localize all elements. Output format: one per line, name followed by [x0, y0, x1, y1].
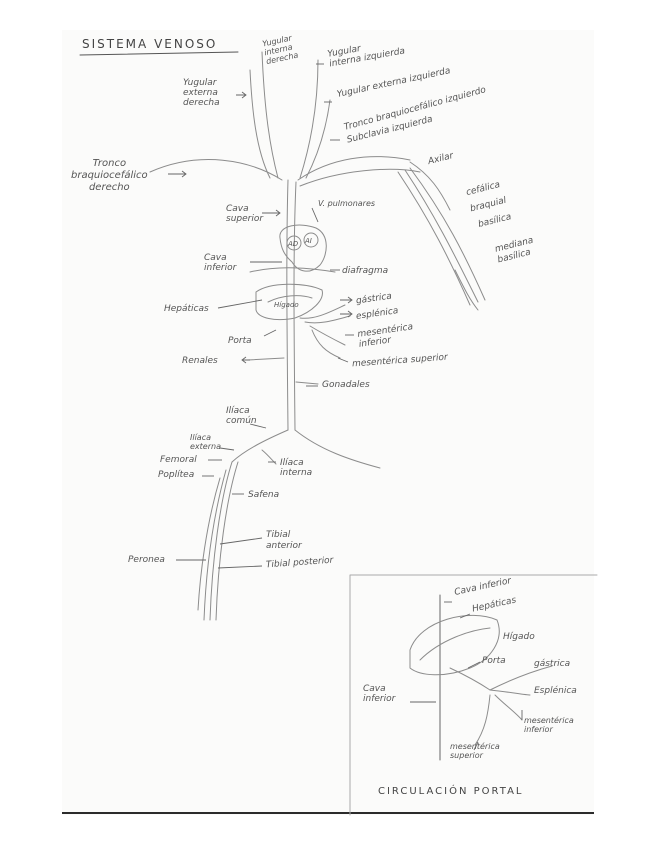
portal-label-esplenica: Esplénica	[534, 686, 577, 697]
portal-vein-trunk	[450, 668, 490, 690]
porta-branch-3	[310, 326, 345, 345]
gonadal-line	[296, 382, 318, 384]
label-ai: AI	[305, 236, 312, 247]
porta-branch-1	[300, 305, 345, 318]
portal-label-mesenterica-inferior: mesentérica inferior	[524, 716, 574, 734]
label-yugular-externa-derecha: Yugular externa derecha	[183, 78, 220, 108]
portal-branch-esplenica	[490, 690, 530, 695]
renal-line	[248, 358, 284, 360]
leg-vein-3	[204, 470, 226, 620]
arrow-iliaca-ext	[220, 448, 234, 450]
leg-vein-2	[216, 462, 238, 620]
portal-label-porta: Porta	[482, 656, 506, 667]
portal-label-mesenterica-superior: mesentérica superior	[450, 742, 500, 760]
label-higado: Hígado	[274, 300, 299, 311]
label-renales: Renales	[182, 356, 218, 367]
arrow-tibial-ant	[220, 538, 262, 544]
label-iliaca-externa: Ilíaca externa	[190, 433, 221, 451]
portal-label-cava-inferior-left: Cava inferior	[363, 684, 395, 704]
arrow-yugular-ext-der	[236, 92, 246, 98]
axilar-line	[410, 162, 450, 210]
title-underline	[80, 52, 238, 55]
portal-label-higado: Hígado	[503, 632, 535, 643]
yugular-interna-izquierda-line	[300, 60, 318, 178]
arrow-pulmonares	[312, 208, 318, 222]
portal-branch-mesenterica-sup	[475, 695, 490, 745]
diafragma-line	[250, 268, 335, 272]
label-peronea: Peronea	[128, 555, 165, 566]
label-iliaca-comun: Ilíaca común	[226, 406, 257, 426]
label-tibial-anterior: Tibial anterior	[266, 530, 302, 552]
yugular-externa-derecha-line	[250, 70, 270, 178]
leg-vein-1	[210, 462, 232, 620]
label-iliaca-interna: Ilíaca interna	[280, 458, 312, 478]
porta-branch-4	[312, 330, 340, 358]
portal-liver-inner	[420, 628, 490, 660]
label-hepaticas: Hepáticas	[164, 304, 209, 315]
arrow-mes-sup	[338, 358, 348, 362]
arrow-portal-porta	[468, 662, 480, 668]
page-title: SISTEMA VENOSO	[82, 39, 217, 50]
label-cava-superior: Cava superior	[226, 204, 263, 224]
leg-vein-4	[198, 478, 220, 610]
arm-vein-outer	[398, 172, 470, 305]
arrow-hepaticas	[218, 300, 262, 308]
arrow-tibial-post	[218, 566, 262, 568]
label-v-pulmonares: V. pulmonares	[318, 198, 375, 209]
label-diafragma: diafragma	[342, 266, 388, 277]
arrow-porta	[264, 330, 276, 336]
arrow-renales	[242, 357, 250, 363]
yugular-externa-izquierda-line	[306, 100, 330, 178]
label-cava-inferior: Cava inferior	[204, 253, 236, 273]
label-tronco-braquiocefalico-derecho: Tronco braquiocefálico derecho	[71, 158, 148, 194]
arrow-gastrica	[340, 297, 352, 303]
portal-label-gastrica: gástrica	[534, 659, 570, 670]
label-safena: Safena	[248, 490, 279, 501]
label-porta: Porta	[228, 336, 252, 347]
label-gonadales: Gonadales	[322, 380, 370, 391]
tronco-braquiocefalico-derecho-line	[150, 160, 282, 180]
label-ad: AD	[288, 239, 298, 250]
yugular-interna-derecha-line	[262, 52, 278, 178]
arrow-cava-sup	[262, 210, 280, 216]
arrow-tronco-der	[168, 171, 186, 177]
portal-branch-mesenterica-inf	[495, 695, 522, 720]
portal-title: CIRCULACIÓN PORTAL	[378, 786, 523, 797]
label-poplitea: Poplítea	[158, 470, 194, 481]
label-femoral: Femoral	[160, 455, 197, 466]
porta-branch-2	[305, 316, 350, 323]
